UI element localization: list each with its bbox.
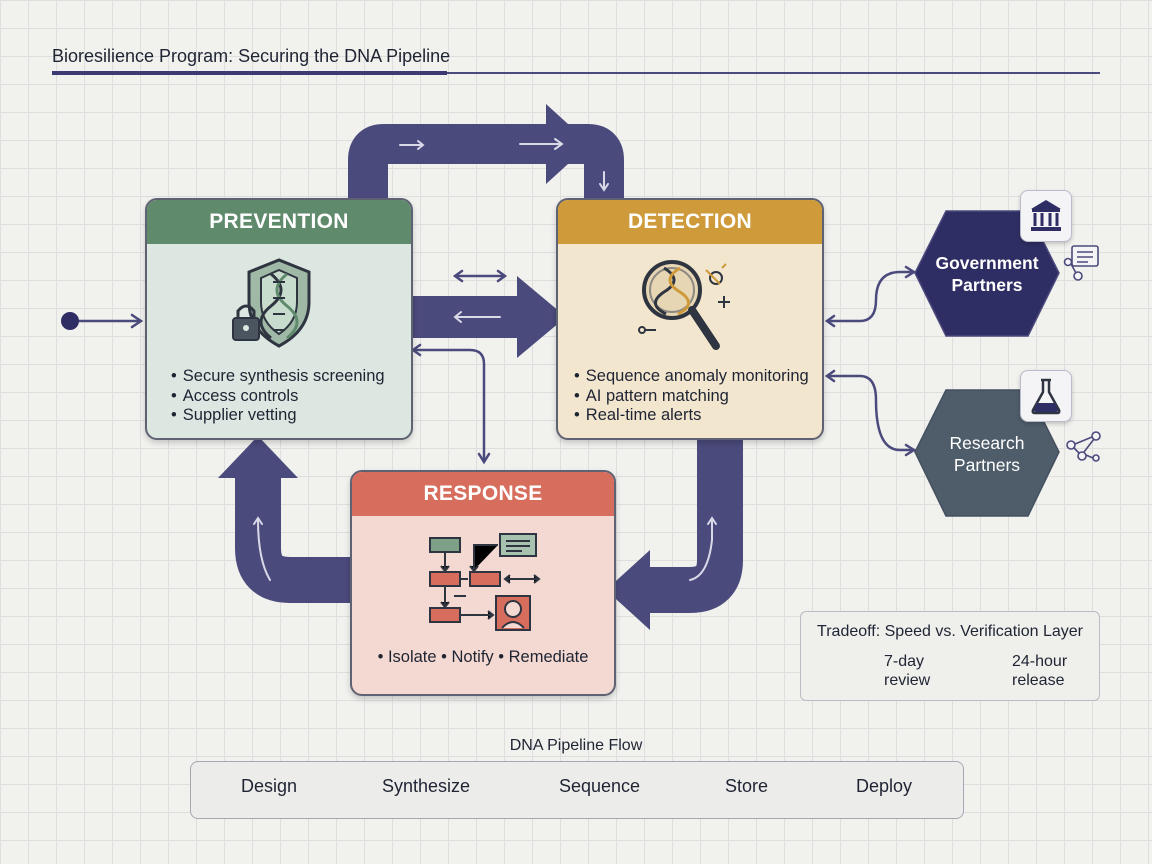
tradeoff-title: Tradeoff: Speed vs. Verification Layer bbox=[817, 623, 1083, 640]
option-7-day-review: 7-day review bbox=[884, 652, 930, 690]
government-label-line2: Partners bbox=[951, 275, 1023, 295]
flask-icon bbox=[1020, 370, 1072, 422]
title-divider bbox=[52, 71, 1100, 75]
government-building-icon bbox=[1020, 190, 1072, 242]
response-heading: RESPONSE bbox=[352, 472, 614, 516]
detection-card: DETECTION Sequence anomaly monitoring AI… bbox=[556, 198, 824, 440]
research-label-line2: Partners bbox=[953, 455, 1021, 475]
page-title: Bioresilience Program: Securing the DNA … bbox=[52, 46, 451, 66]
document-network-icon bbox=[1063, 245, 1099, 281]
option-a-line1: 7-day bbox=[884, 653, 925, 670]
option-24-hour-release: 24-hour release bbox=[1012, 652, 1067, 690]
magnifier-dna-icon bbox=[634, 256, 746, 361]
research-label-line1: Research bbox=[949, 433, 1025, 453]
option-b-line2: release bbox=[1012, 672, 1065, 689]
right-loop-arrow bbox=[650, 436, 743, 613]
left-loop-arrow bbox=[235, 470, 350, 603]
government-partners-label: Government Partners bbox=[918, 252, 1056, 296]
research-partners-label: Research Partners bbox=[918, 432, 1056, 476]
list-item: AI pattern matching bbox=[574, 387, 809, 407]
detection-list: Sequence anomaly monitoring AI pattern m… bbox=[574, 367, 809, 426]
stage-sequence: Sequence bbox=[559, 776, 641, 796]
list-item: Real-time alerts bbox=[574, 406, 809, 426]
list-item: Access controls bbox=[171, 387, 385, 407]
prevention-card: PREVENTION Secure synthesis screening Ac… bbox=[145, 198, 413, 440]
shield-dna-lock-icon bbox=[227, 256, 331, 357]
research-partners-hexagon bbox=[914, 389, 1060, 517]
workflow-icon bbox=[428, 530, 544, 639]
pipeline-title: DNA Pipeline Flow bbox=[509, 737, 643, 754]
prevention-heading: PREVENTION bbox=[147, 200, 411, 244]
government-label-line1: Government bbox=[935, 253, 1039, 273]
government-partners-hexagon bbox=[914, 210, 1060, 337]
response-actions: • Isolate • Notify • Remediate bbox=[377, 648, 589, 666]
detection-heading: DETECTION bbox=[558, 200, 822, 244]
top-loop-arrow bbox=[348, 124, 548, 200]
list-item: Sequence anomaly monitoring bbox=[574, 367, 809, 387]
tradeoff-box: Tradeoff: Speed vs. Verification Layer 7… bbox=[800, 611, 1100, 701]
stage-store: Store bbox=[725, 776, 769, 796]
prevention-list: Secure synthesis screening Access contro… bbox=[171, 367, 385, 426]
main-center-arrow bbox=[517, 276, 566, 358]
list-item: Supplier vetting bbox=[171, 406, 385, 426]
option-a-line2: review bbox=[884, 672, 931, 689]
network-icon bbox=[1066, 431, 1101, 462]
response-card: RESPONSE bbox=[350, 470, 616, 696]
option-b-line1: 24-hour bbox=[1012, 653, 1068, 670]
pipeline-flow: Design Synthesize Sequence Store Deploy bbox=[190, 761, 964, 819]
stage-synthesize: Synthesize bbox=[382, 776, 471, 796]
start-node bbox=[61, 312, 79, 330]
stage-design: Design bbox=[241, 776, 298, 796]
list-item: Secure synthesis screening bbox=[171, 367, 385, 387]
stage-deploy: Deploy bbox=[856, 776, 913, 796]
